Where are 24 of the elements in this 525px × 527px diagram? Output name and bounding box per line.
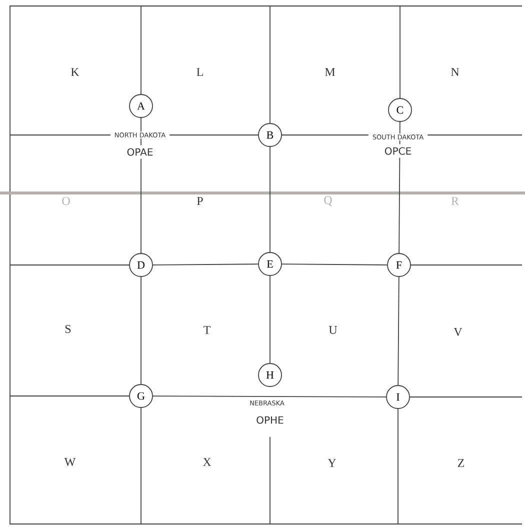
cell-letter: W	[64, 458, 76, 466]
cell-letter: S	[65, 324, 71, 334]
cell-letter: O	[62, 196, 70, 206]
cell-letter: Q	[324, 196, 332, 206]
cell-letter: K	[71, 68, 80, 76]
grid-line	[282, 264, 388, 266]
cell-letter: Z	[458, 459, 464, 467]
region-code: OPCE	[381, 144, 415, 158]
region-code: OPAE	[124, 145, 156, 159]
cell-letter: L	[196, 68, 203, 76]
cell-letter: X	[202, 458, 212, 466]
grid-line	[152, 264, 258, 266]
cell-letter: N	[451, 68, 460, 76]
grid-line	[398, 276, 400, 386]
cell-letter: R	[451, 197, 459, 205]
cell-letter: T	[204, 326, 210, 334]
region-code: OPHE	[253, 413, 287, 427]
cell-letter: V	[454, 328, 462, 336]
grid-line	[140, 276, 142, 384]
cell-letter: U	[328, 326, 338, 334]
cell-letter: P	[197, 197, 203, 205]
cell-letter: Y	[328, 459, 336, 467]
grid-line	[152, 396, 386, 398]
cell-letter: M	[325, 68, 335, 76]
